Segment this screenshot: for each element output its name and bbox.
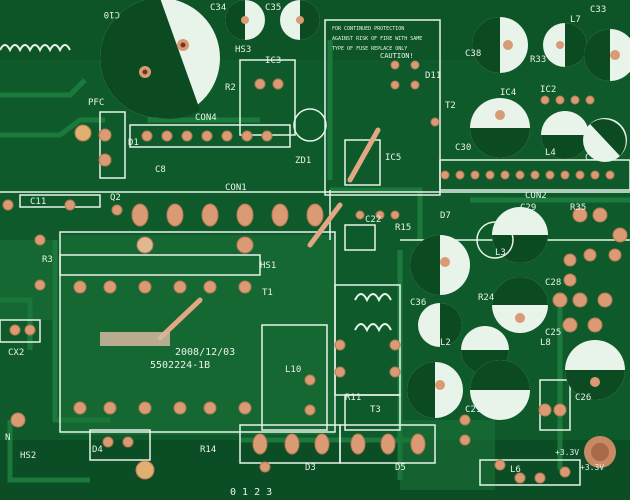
label-l6: L6 (510, 465, 521, 475)
label-con1: CON1 (225, 183, 247, 193)
label-d7: D7 (440, 211, 451, 221)
label-pfc: PFC (88, 98, 104, 108)
label-hs3: HS3 (235, 45, 251, 55)
jumper-wires (157, 127, 381, 341)
label-r15: R15 (395, 223, 411, 233)
label-zd1: ZD1 (295, 156, 311, 166)
label-d3: D3 (305, 463, 316, 473)
label-r14: R14 (200, 445, 216, 455)
label-hs1: HS1 (260, 261, 276, 271)
label-vplus-2: +3.3V (555, 448, 579, 457)
label-d4: D4 (92, 445, 103, 455)
label-c25: C25 (545, 328, 561, 338)
label-c31: C31 (585, 153, 601, 163)
label-hs2: HS2 (20, 451, 36, 461)
label-caution-line1: FOR CONTINUED PROTECTION (332, 26, 404, 32)
label-l7: L7 (570, 15, 581, 25)
label-r2: R2 (225, 83, 236, 93)
solder-pads (2, 60, 628, 484)
label-ic2: IC2 (540, 85, 556, 95)
label-r3: R3 (42, 255, 53, 265)
label-t2: T2 (445, 101, 456, 111)
label-vplus: +3.3V (580, 463, 604, 472)
label-c22: C22 (365, 215, 381, 225)
board-shadow-bottom (0, 440, 630, 500)
label-q2: Q2 (110, 193, 121, 203)
label-c26: C26 (575, 393, 591, 403)
label-l8: L8 (540, 338, 551, 348)
label-t1: T1 (262, 288, 273, 298)
inductor-symbols (0, 44, 392, 333)
label-c21: C21 (465, 405, 481, 415)
label-l4: L4 (545, 148, 556, 158)
label-r35: R35 (570, 203, 586, 213)
label-date: 2008/12/03 (175, 347, 235, 358)
label-l10: L10 (285, 365, 301, 375)
label-c10: C10 (104, 9, 120, 19)
label-con2: CON2 (525, 191, 547, 201)
label-l3: L3 (495, 248, 506, 258)
label-r24: R24 (478, 293, 494, 303)
label-d11: D11 (425, 71, 441, 81)
label-c33: C33 (590, 5, 606, 15)
label-c29: C29 (520, 203, 536, 213)
label-d5: D5 (395, 463, 406, 473)
label-cx2: CX2 (8, 348, 24, 358)
capacitor-c10 (100, 0, 220, 119)
label-con4: CON4 (195, 113, 217, 123)
label-c11: C11 (30, 197, 46, 207)
label-l2: L2 (440, 338, 451, 348)
label-d1: D1 (128, 138, 139, 148)
label-caution-line2: AGAINST RISK OF FIRE WITH SAME (332, 36, 422, 42)
label-ic5: IC5 (385, 153, 401, 163)
oval-pads (131, 203, 426, 455)
label-ic3: IC3 (265, 56, 281, 66)
label-part-no: 5502224-1B (150, 360, 210, 371)
label-c35: C35 (265, 3, 281, 13)
silkscreen-labels: C10 C34 C35 HS3 IC3 R2 CON4 D1 PFC C8 ZD… (5, 3, 606, 498)
label-caution-title: CAUTION! (380, 52, 414, 60)
label-r11: R11 (345, 393, 361, 403)
label-caution-line3: TYPE OF FUSE REPLACE ONLY (332, 46, 407, 52)
label-c36: C36 (410, 298, 426, 308)
label-bottom-digits: 0 1 2 3 (230, 487, 272, 498)
label-t3: T3 (370, 405, 381, 415)
label-c30: C30 (455, 143, 471, 153)
label-c28: C28 (545, 278, 561, 288)
label-n: N (5, 433, 10, 443)
test-point (584, 436, 616, 468)
small-capacitors (225, 0, 630, 420)
label-r33: R33 (530, 55, 546, 65)
label-ic4: IC4 (500, 88, 516, 98)
label-c34: C34 (210, 3, 226, 13)
label-c8: C8 (155, 165, 166, 175)
label-sticker (100, 332, 170, 346)
label-c38: C38 (465, 49, 481, 59)
